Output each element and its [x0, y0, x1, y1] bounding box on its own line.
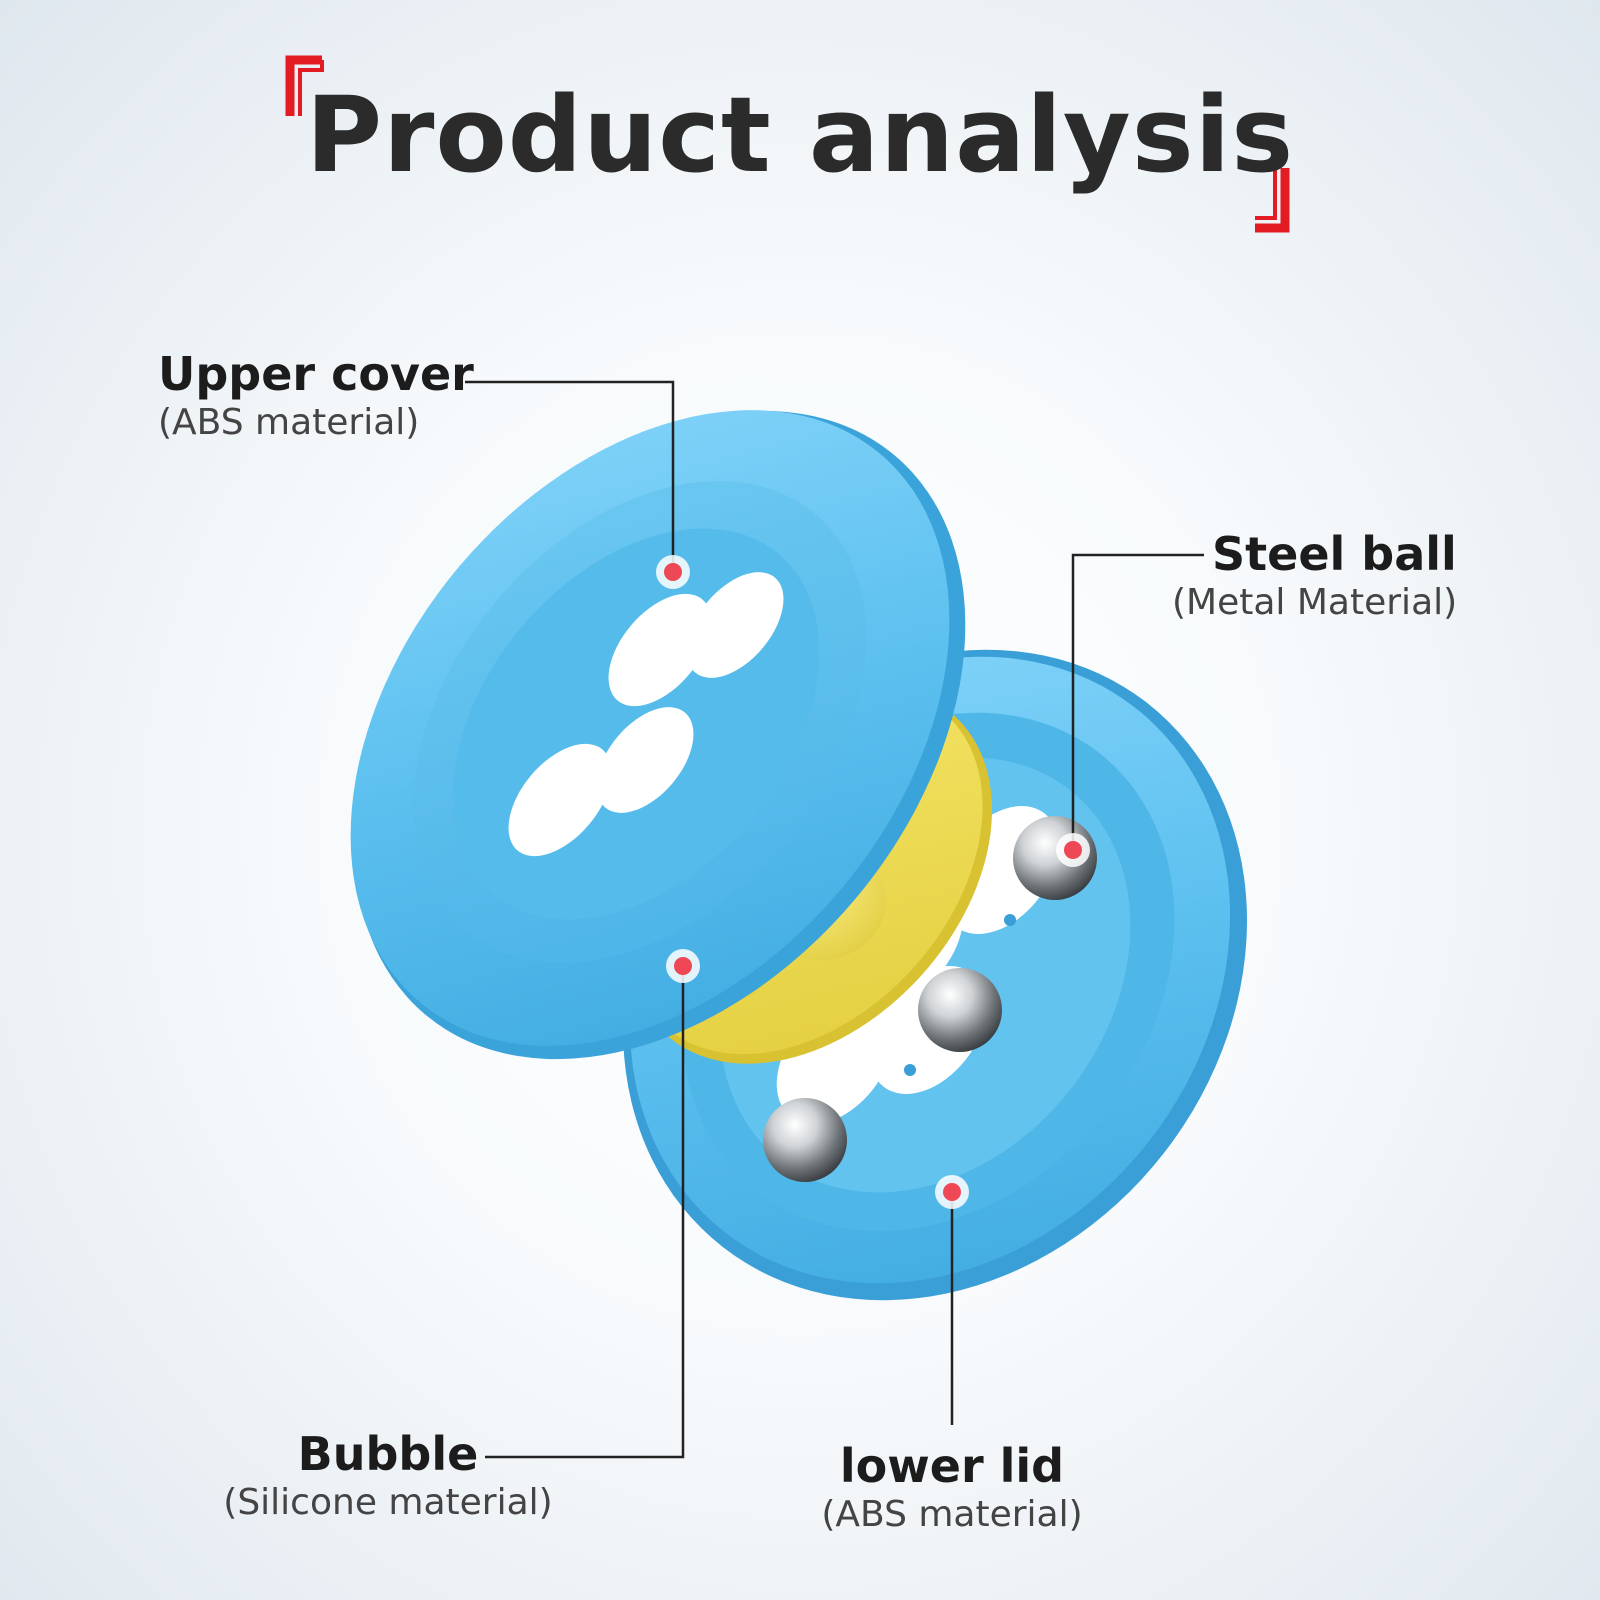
upper-cover-name: Upper cover — [158, 347, 474, 401]
steel-ball-2 — [918, 968, 1002, 1052]
title-bracket-right — [1255, 168, 1290, 233]
steel-ball-material: (Metal Material) — [1172, 581, 1458, 623]
steel-ball-3 — [763, 1098, 847, 1182]
marker-bubble-icon — [666, 949, 700, 983]
upper-cover — [350, 410, 966, 1060]
leader-upper-cover — [465, 380, 675, 570]
label-steel-ball: Steel ball (Metal Material) — [1172, 528, 1457, 624]
label-lower-lid: lower lid (ABS material) — [802, 1440, 1102, 1536]
bubble-name: Bubble — [297, 1427, 479, 1481]
marker-steel-ball-icon — [1056, 833, 1090, 867]
lower-lid-name: lower lid — [839, 1439, 1065, 1493]
leader-steel-ball — [1071, 553, 1204, 850]
label-bubble: Bubble (Silicone material) — [218, 1428, 558, 1524]
markers — [656, 555, 1090, 1209]
label-upper-cover: Upper cover (ABS material) — [158, 348, 474, 444]
marker-lower-lid-icon — [935, 1175, 969, 1209]
lower-lid-material: (ABS material) — [821, 1493, 1083, 1535]
bubble-material: (Silicone material) — [223, 1481, 553, 1523]
leader-bubble — [485, 966, 685, 1459]
steel-ball-name: Steel ball — [1212, 527, 1457, 581]
marker-upper-cover-icon — [656, 555, 690, 589]
leader-lines — [465, 380, 1204, 1459]
title-bracket-left — [285, 55, 324, 116]
page-title: Product analysis — [305, 74, 1295, 196]
upper-cover-material: (ABS material) — [158, 401, 420, 443]
